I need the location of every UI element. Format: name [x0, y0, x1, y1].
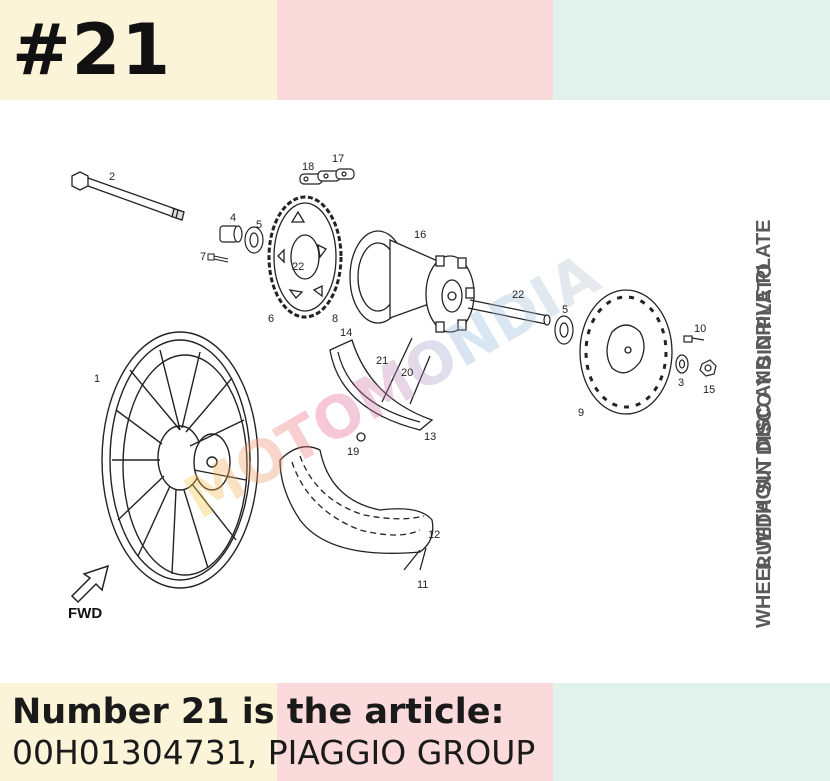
part-label: 11: [417, 579, 428, 591]
part-label: 3: [678, 377, 684, 389]
part-label: 5: [256, 219, 262, 231]
part-label: 19: [347, 446, 359, 458]
reference-number: #21: [12, 9, 172, 91]
part-label: 22: [512, 289, 524, 301]
part-label: 18: [302, 161, 314, 173]
bottom-color-band: [0, 683, 830, 781]
caption-english: WHEEL WITHOUT DISC AND DRIVE PLATE: [753, 219, 775, 628]
chain-links: [299, 168, 355, 185]
tyre-section: [279, 446, 434, 571]
part-label: 4: [230, 212, 236, 224]
axle: [71, 171, 185, 221]
part-label: 6: [268, 313, 274, 325]
part-label: 21: [376, 355, 388, 367]
part-label: 15: [703, 384, 715, 396]
disc-hardware: [675, 335, 717, 377]
part-label: 13: [424, 431, 436, 443]
caption-spanish: RUEDA SIN DISCO Y SIN PLATO: [754, 263, 776, 570]
part-label: 2: [109, 171, 115, 183]
fwd-label: FWD: [68, 605, 102, 622]
brake-disc: [579, 289, 673, 415]
bolt-7: [207, 253, 229, 263]
part-label: 22: [292, 261, 304, 273]
part-label: 9: [578, 407, 584, 419]
article-caption: Number 21 is the article:: [12, 692, 505, 732]
part-label: 16: [414, 229, 426, 241]
sprocket: [267, 195, 343, 319]
part-label: 12: [428, 529, 440, 541]
spacer-tube: [467, 299, 551, 326]
part-label: 8: [332, 313, 338, 325]
hub-assembly: [349, 230, 475, 333]
complete-wheel: [101, 331, 259, 589]
part-label: 14: [340, 327, 352, 339]
part-label: 17: [332, 153, 344, 165]
exploded-wheel-diagram: FWD MOTOMONDIA 1234556789101112131415161…: [68, 153, 776, 628]
article-number: 00H01304731, PIAGGIO GROUP: [12, 733, 536, 772]
part-label: 20: [401, 367, 413, 379]
top-color-band: [0, 0, 830, 100]
chain-guard: [329, 339, 434, 431]
part-label: 7: [200, 251, 206, 263]
bearing-right: [554, 315, 574, 345]
part-label: 10: [694, 323, 706, 335]
part-label: 5: [562, 304, 568, 316]
forward-arrow: [70, 564, 110, 604]
bearing-left: [244, 226, 264, 254]
spacer: [219, 225, 243, 243]
part-label: 1: [94, 373, 100, 385]
loose-spokes: [356, 337, 431, 442]
